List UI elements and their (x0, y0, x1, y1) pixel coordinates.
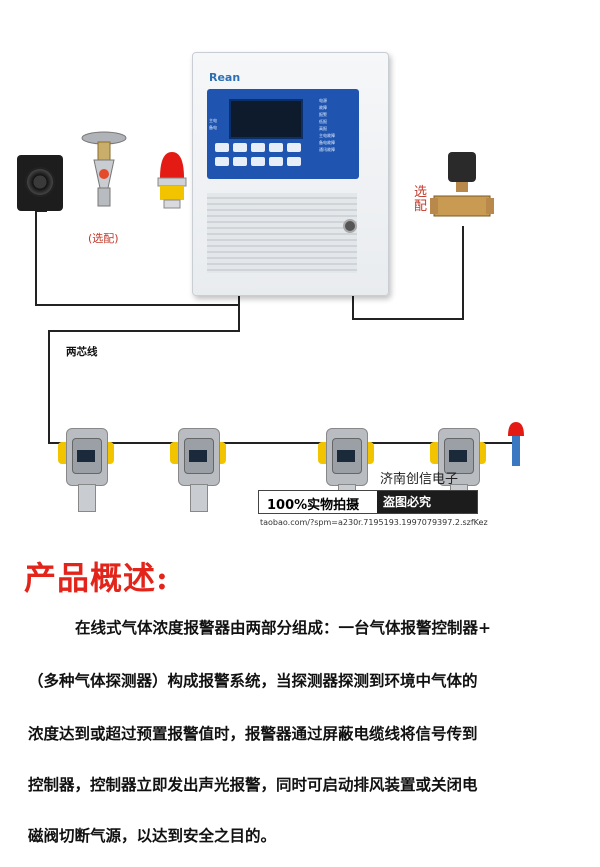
solenoid-valve-image (430, 152, 494, 217)
description-line: （多种气体探测器）构成报警系统，当探测器探测到环境中气体的 (28, 671, 478, 690)
panel-side-label: 备电故障 (319, 140, 335, 145)
keypad-key[interactable] (269, 143, 283, 152)
panel-side-label: 报警 (319, 112, 327, 117)
wire-right-from-panel (352, 292, 354, 320)
keypad-key[interactable] (251, 157, 265, 166)
brand-logo: Rean (209, 71, 241, 84)
keypad-key[interactable] (233, 157, 247, 166)
controller-keypad (215, 141, 305, 173)
wire-panel-down (238, 292, 240, 306)
controller-lcd (229, 99, 303, 139)
wire-left-top (35, 210, 47, 212)
wire-left-bottom (35, 304, 239, 306)
panel-side-label: 高报 (319, 126, 327, 131)
alarm-lamp-icon (508, 422, 524, 466)
fan-icon (25, 167, 55, 197)
panel-left-label: 备电 (209, 125, 217, 130)
description-line: 控制器，控制器立即发出声光报警，同时可启动排风装置或关闭电 (28, 775, 478, 794)
panel-side-label: 故障 (319, 105, 327, 110)
exhaust-fan-image (17, 155, 63, 211)
wire-right-vertical (462, 226, 464, 320)
key-lock-icon (343, 219, 357, 233)
panel-side-labels: 电源 故障 报警 低报 高报 主电故障 备电故障 通讯故障 (319, 97, 357, 153)
panel-side-label: 通讯故障 (319, 147, 335, 152)
gas-detector-2 (170, 428, 226, 512)
wire-right-bottom (352, 318, 464, 320)
sprinkler-head-image (81, 131, 127, 207)
panel-side-label: 电源 (319, 98, 327, 103)
detector-display (337, 450, 355, 462)
strobe-siren-image (157, 152, 187, 209)
keypad-key[interactable] (215, 157, 229, 166)
description-line: 磁阀切断气源，以达到安全之目的。 (28, 826, 277, 845)
watermark-url: taobao.com/?spm=a230r.7195193.1997079397… (260, 518, 488, 527)
keypad-key[interactable] (269, 157, 283, 166)
controller-vents (207, 193, 357, 273)
panel-left-label: 主电 (209, 118, 217, 123)
gas-detector-3 (318, 428, 374, 512)
keypad-key[interactable] (233, 143, 247, 152)
keypad-key[interactable] (215, 143, 229, 152)
gas-alarm-controller: Rean 主电 备电 电源 故障 报警 低报 高报 主电故障 备电故障 通 (192, 52, 389, 296)
description-line: 浓度达到或超过预置报警值时，报警器通过屏蔽电缆线将信号传到 (28, 724, 478, 743)
wire-bus-horizontal (48, 330, 240, 332)
wire-bus-vertical (48, 330, 50, 442)
optional-label-left: (选配) (88, 232, 119, 245)
wire-left-vertical (35, 210, 37, 306)
keypad-key[interactable] (287, 143, 301, 152)
watermark-no-copy: 盗图必究 (377, 491, 477, 513)
detector-display (77, 450, 95, 462)
panel-left-labels: 主电 备电 (209, 117, 217, 131)
optional-label-right: 选配 (414, 185, 428, 214)
watermark-company: 济南创信电子 (380, 472, 459, 487)
keypad-key[interactable] (287, 157, 301, 166)
panel-side-label: 主电故障 (319, 133, 335, 138)
controller-front-panel: 主电 备电 电源 故障 报警 低报 高报 主电故障 备电故障 通讯故障 (207, 89, 359, 179)
watermark-box: 100%实物拍摄 盗图必究 (258, 490, 478, 514)
keypad-key[interactable] (251, 143, 265, 152)
description-line: 在线式气体浓度报警器由两部分组成：一台气体报警控制器+ (75, 618, 491, 637)
section-title: 产品概述: (24, 559, 169, 597)
watermark-real-photo: 100%实物拍摄 (267, 498, 360, 513)
gas-detector-1 (58, 428, 114, 512)
detector-display (189, 450, 207, 462)
wire-bus-drop (238, 304, 240, 332)
detector-display (449, 450, 467, 462)
panel-side-label: 低报 (319, 119, 327, 124)
cable-label: 两芯线 (66, 346, 98, 358)
wire-detectors (48, 442, 518, 444)
